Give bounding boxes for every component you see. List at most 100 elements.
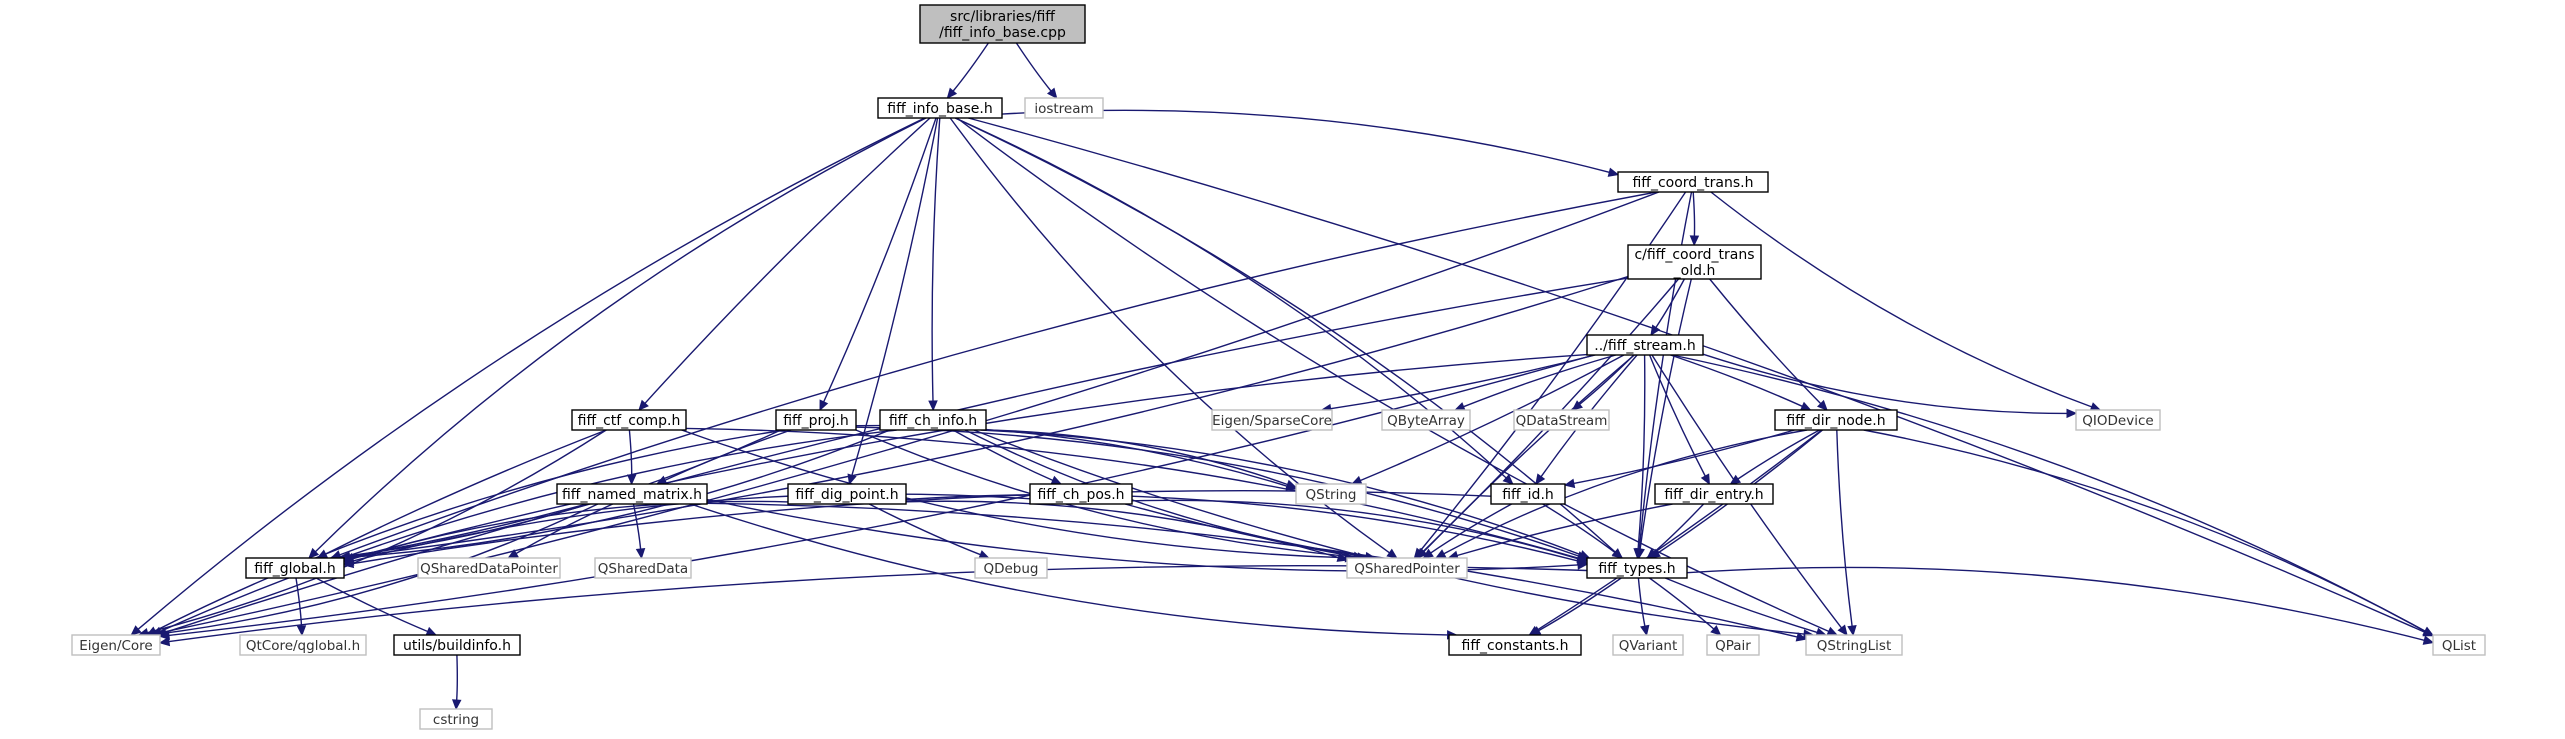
arrowhead-info_base_h-to-coord_trans_h xyxy=(1607,167,1620,177)
node-coord-trans-h[interactable]: fiff_coord_trans.h xyxy=(1617,171,1769,193)
arrowhead-dir_node_h-to-qlist xyxy=(2422,626,2435,637)
node-label: fiff_ch_pos.h xyxy=(1037,487,1124,503)
edge-fiff_stream_h-to-dir_entry_h xyxy=(1648,354,1706,477)
arrowhead-coord_trans_old_h-to-fiff_stream_h xyxy=(1650,324,1661,337)
node-qbytearray: QByteArray xyxy=(1381,409,1471,431)
node-qdatastream: QDataStream xyxy=(1513,409,1610,431)
arrowhead-info_base_h-to-qsharedpointer xyxy=(1386,548,1398,559)
node-label: fiff_dig_point.h xyxy=(795,487,898,503)
node-root[interactable]: src/libraries/fiff/fiff_info_base.cpp xyxy=(919,4,1086,44)
arrowhead-info_base_h-to-id_h xyxy=(1502,474,1514,485)
edge-named_matrix_h-to-qshareddata xyxy=(632,503,642,550)
edge-proj_h-to-eigen_core xyxy=(154,429,786,632)
edge-types_h-to-qvariant xyxy=(1637,577,1646,627)
node-proj-h[interactable]: fiff_proj.h xyxy=(775,409,857,431)
node-box xyxy=(2075,409,2161,431)
node-box xyxy=(787,483,907,505)
arrowhead-dir_entry_h-to-types_h xyxy=(1646,548,1658,559)
edge-dig_point_h-to-qdebug xyxy=(868,503,981,556)
edge-ch_pos_h-to-qsharedpointer xyxy=(1124,503,1355,558)
edge-coord_trans_h-to-qiodevice xyxy=(1710,191,2092,408)
edge-dir_node_h-to-dir_entry_h xyxy=(1737,429,1820,480)
nodes-layer: src/libraries/fiff/fiff_info_base.cppios… xyxy=(71,4,2486,730)
node-label: QDebug xyxy=(983,561,1038,577)
node-buildinfo-h[interactable]: utils/buildinfo.h xyxy=(393,634,521,656)
node-coord-trans-old-h[interactable]: c/fiff_coord_trans_old.h xyxy=(1627,244,1762,280)
arrowhead-types_h-to-qlist xyxy=(2422,635,2435,645)
arrowhead-info_base_h-to-proj_h xyxy=(819,399,829,412)
edge-ch_info_h-to-global_h xyxy=(347,429,891,559)
arrowhead-fiff_stream_h-to-qstringlist xyxy=(1837,624,1848,636)
node-box xyxy=(2432,634,2486,656)
node-box xyxy=(974,557,1048,579)
node-types-h[interactable]: fiff_types.h xyxy=(1586,557,1688,579)
edge-info_base_h-to-ctf_comp_h xyxy=(644,117,931,404)
edge-dir_entry_h-to-qsharedpointer xyxy=(1456,503,1673,557)
node-ch-pos-h[interactable]: fiff_ch_pos.h xyxy=(1029,483,1133,505)
node-label: fiff_named_matrix.h xyxy=(562,487,702,503)
node-box xyxy=(245,557,345,579)
edges-layer xyxy=(130,42,2435,711)
node-qlist: QList xyxy=(2432,634,2486,656)
edge-info_base_h-to-global_h xyxy=(314,117,927,553)
node-ctf-comp-h[interactable]: fiff_ctf_comp.h xyxy=(571,409,687,431)
node-box xyxy=(877,97,1003,119)
node-label: QSharedData xyxy=(598,561,688,577)
arrowhead-info_base_h-to-qstringlist xyxy=(1826,626,1839,636)
node-iostream: iostream xyxy=(1024,97,1104,119)
arrowhead-info_base_h-to-ctf_comp_h xyxy=(638,399,649,411)
edge-coord_trans_h-to-types_h xyxy=(1638,191,1693,550)
arrowhead-info_base_h-to-global_h xyxy=(308,547,320,559)
node-label: fiff_info_base.h xyxy=(887,101,992,117)
node-label: fiff_ctf_comp.h xyxy=(578,413,681,429)
arrowhead-named_matrix_h-to-qshareddata xyxy=(635,548,646,560)
node-qpair: QPair xyxy=(1706,634,1760,656)
node-label: src/libraries/fiff xyxy=(950,9,1055,25)
arrowhead-ctf_comp_h-to-named_matrix_h xyxy=(626,474,637,486)
node-dir-entry-h[interactable]: fiff_dir_entry.h xyxy=(1654,483,1774,505)
node-global-h[interactable]: fiff_global.h xyxy=(245,557,345,579)
node-label: Eigen/Core xyxy=(79,638,153,654)
arrowhead-dir_node_h-to-dir_entry_h xyxy=(1729,474,1742,485)
edge-info_base_h-to-coord_trans_h xyxy=(1001,109,1610,173)
edge-dig_point_h-to-qsharedpointer xyxy=(905,500,1339,559)
node-box xyxy=(1448,634,1582,656)
arrowhead-fiff_stream_h-to-dir_node_h xyxy=(1799,401,1812,411)
node-qstring: QString xyxy=(1295,483,1367,505)
edge-id_h-to-types_h xyxy=(1542,503,1616,554)
node-label: fiff_coord_trans.h xyxy=(1632,175,1753,191)
node-label: QStringList xyxy=(1817,638,1892,654)
node-dig-point-h[interactable]: fiff_dig_point.h xyxy=(787,483,907,505)
node-qshareddatapointer: QSharedDataPointer xyxy=(417,557,561,579)
node-id-h[interactable]: fiff_id.h xyxy=(1490,483,1566,505)
node-dir-node-h[interactable]: fiff_dir_node.h xyxy=(1774,409,1898,431)
edge-ch_info_h-to-eigen_core xyxy=(160,429,897,632)
node-label: QList xyxy=(2442,638,2476,654)
node-box xyxy=(1513,409,1610,431)
node-named-matrix-h[interactable]: fiff_named_matrix.h xyxy=(556,483,708,505)
node-ch-info-h[interactable]: fiff_ch_info.h xyxy=(879,409,987,431)
node-box xyxy=(556,483,708,505)
edge-root-to-info_base_h xyxy=(952,42,989,92)
node-constants-h[interactable]: fiff_constants.h xyxy=(1448,634,1582,656)
node-label: c/fiff_coord_trans xyxy=(1634,247,1754,263)
edge-ch_info_h-to-qstring xyxy=(985,429,1288,486)
node-box xyxy=(239,634,367,656)
edge-global_h-to-buildinfo_h xyxy=(315,577,428,633)
edge-types_h-to-constants_h xyxy=(1538,577,1622,632)
arrowhead-global_h-to-buildinfo_h xyxy=(425,626,438,636)
node-label: utils/buildinfo.h xyxy=(403,638,511,654)
node-eigen-core: Eigen/Core xyxy=(71,634,161,656)
node-qsharedpointer: QSharedPointer xyxy=(1346,557,1468,579)
node-box xyxy=(919,4,1086,44)
arrowhead-coord_trans_h-to-coord_trans_old_h xyxy=(1689,235,1700,247)
node-label: fiff_types.h xyxy=(1598,561,1675,577)
node-fiff-stream-h[interactable]: ../fiff_stream.h xyxy=(1586,334,1704,356)
node-label: fiff_proj.h xyxy=(783,413,849,429)
edge-coord_trans_old_h-to-types_h xyxy=(1639,278,1692,550)
edge-fiff_stream_h-to-global_h xyxy=(352,353,1588,559)
edge-fiff_stream_h-to-qstring xyxy=(1360,354,1625,482)
node-info-base-h[interactable]: fiff_info_base.h xyxy=(877,97,1003,119)
node-box xyxy=(1029,483,1133,505)
edge-global_h-to-qtcore_qglobal xyxy=(295,577,303,627)
